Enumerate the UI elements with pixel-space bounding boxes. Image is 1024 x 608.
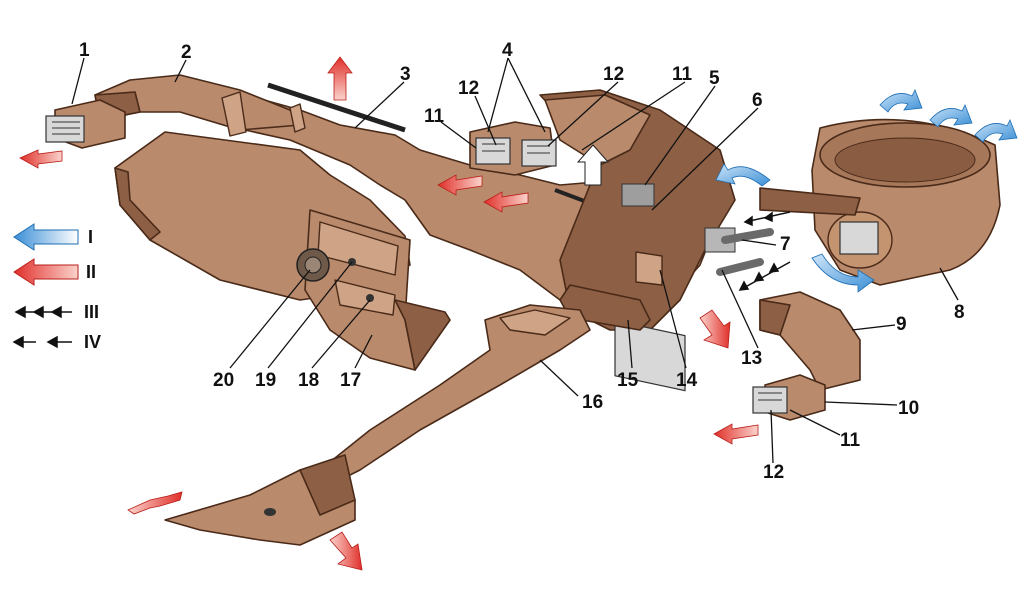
part-labels: 1 2 3 4 5 6 7 8 9 10 11 11 11 12 12 12 1…: [79, 40, 965, 483]
legend-item-warm-air: II: [13, 258, 96, 286]
triple-arrow-icon: [14, 305, 72, 319]
part-label-8: 8: [954, 302, 965, 323]
legend-label-iii: III: [84, 302, 99, 322]
part-label-11-b: 11: [672, 64, 693, 85]
legend-item-cold-air: I: [13, 223, 93, 251]
part-label-19: 19: [255, 370, 276, 391]
spaced-arrow-icon: [12, 335, 72, 349]
cold-air-arrow: [974, 119, 1018, 143]
left-side-duct: [94, 74, 306, 137]
part-label-20: 20: [213, 370, 234, 391]
warm-air-arrow: [483, 191, 529, 213]
part-label-1: 1: [79, 40, 90, 61]
center-vents: [469, 121, 557, 176]
right-side-duct: [752, 291, 861, 421]
heater-valve-hoses: [704, 227, 774, 276]
part-label-4: 4: [502, 40, 513, 61]
warm-air-arrow: [327, 56, 353, 101]
part-label-12-b: 12: [603, 64, 624, 85]
left-vent-nozzle: [45, 99, 126, 149]
warm-air-arrow: [713, 423, 759, 445]
part-label-15: 15: [617, 370, 639, 391]
part-label-9: 9: [896, 314, 907, 335]
part-label-10: 10: [898, 398, 919, 419]
part-label-3: 3: [400, 64, 411, 85]
part-label-5: 5: [709, 68, 720, 89]
cold-air-arrow: [929, 104, 973, 128]
part-label-18: 18: [298, 370, 319, 391]
warm-air-arrow: [329, 531, 363, 571]
part-label-16: 16: [582, 392, 603, 413]
warm-air-arrow: [127, 491, 183, 515]
warm-air-arrow: [437, 174, 483, 196]
legend-label-ii: II: [86, 262, 96, 282]
airflow-arrows: [19, 56, 1018, 571]
cold-air-arrow: [811, 253, 875, 293]
legend-item-flow-iv: IV: [12, 332, 101, 352]
part-label-11-a: 11: [424, 106, 445, 127]
part-label-17: 17: [340, 370, 361, 391]
red-arrow-icon: [13, 258, 79, 286]
leader-lines: [71, 57, 959, 464]
part-label-12-a: 12: [458, 78, 479, 99]
part-label-11-c: 11: [840, 430, 861, 451]
legend-label-iv: IV: [84, 332, 101, 352]
blower-housing: [759, 118, 1001, 286]
part-label-12-c: 12: [763, 462, 784, 483]
coolant-flow-arrows: [738, 211, 791, 291]
cold-air-arrow: [715, 163, 771, 187]
control-panel-housing: [296, 209, 451, 371]
part-label-14: 14: [676, 370, 698, 391]
part-label-2: 2: [181, 42, 192, 63]
warm-air-arrow: [19, 149, 63, 169]
cold-air-arrow: [879, 89, 923, 113]
part-label-6: 6: [752, 90, 763, 111]
part-label-7: 7: [780, 234, 791, 255]
air-up-arrow: [576, 144, 610, 186]
legend: I II III IV: [12, 223, 101, 352]
part-label-13: 13: [741, 348, 762, 369]
floor-duct: [164, 304, 591, 546]
legend-item-flow-iii: III: [14, 302, 99, 322]
blue-arrow-icon: [13, 223, 79, 251]
legend-label-i: I: [88, 227, 93, 247]
warm-air-arrow: [699, 309, 731, 349]
